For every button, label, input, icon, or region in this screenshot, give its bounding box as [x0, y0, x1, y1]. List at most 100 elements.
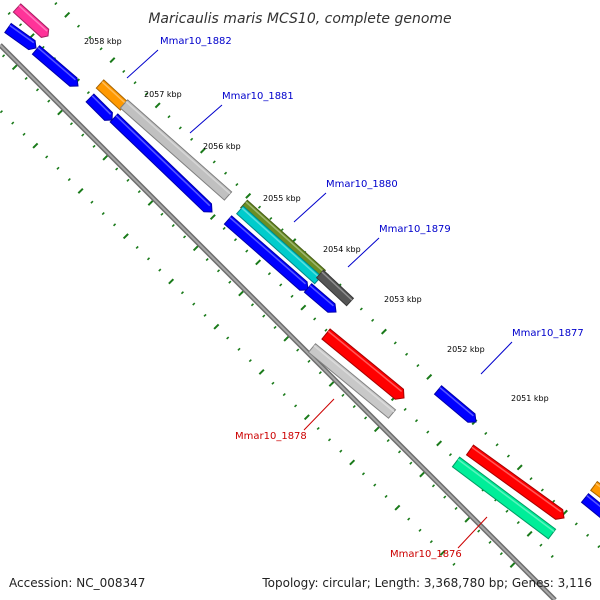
tick-mark [586, 533, 590, 537]
tick-mark [92, 144, 96, 148]
gene-label[interactable]: Mmar10_1876 [390, 549, 462, 560]
tick-mark [418, 528, 422, 532]
cds-blue-highlight [439, 387, 474, 417]
kbp-label: 2056 kbp [203, 142, 241, 151]
cds-light-gray [307, 343, 397, 419]
tick-mark [257, 205, 262, 209]
leader-line [303, 398, 335, 431]
gene-label[interactable]: Mmar10_1882 [160, 36, 232, 47]
feature-tracks [4, 3, 600, 540]
tick-mark [248, 359, 252, 363]
tick-mark [226, 336, 230, 340]
cds-red-highlight [327, 330, 403, 393]
tick-mark [516, 464, 523, 471]
tick-rows [0, 1, 600, 568]
tick-mark [405, 352, 409, 356]
cds-blue-highlight [115, 115, 211, 207]
tick-mark [258, 368, 265, 375]
tick-mark [22, 132, 26, 136]
tick-mark [199, 147, 206, 154]
tick-mark [373, 483, 377, 487]
cds-blue [85, 93, 113, 121]
tick-mark [429, 540, 433, 544]
tick-mark [328, 380, 335, 387]
tick-mark [426, 373, 433, 380]
tick-mark [192, 245, 199, 252]
tick-mark [54, 1, 58, 6]
tick-mark [267, 272, 271, 276]
tick-mark [380, 328, 387, 335]
cds-red [465, 444, 565, 520]
kbp-label: 2058 kbp [84, 37, 122, 46]
gene-label[interactable]: Mmar10_1880 [326, 179, 398, 190]
tick-mark [212, 160, 216, 164]
cds-blue-highlight [37, 47, 76, 81]
gene-label[interactable]: Mmar10_1881 [222, 91, 294, 102]
tick-mark [32, 142, 39, 149]
leader-line [126, 49, 159, 79]
tick-mark [505, 509, 509, 513]
gene-label[interactable]: Mmar10_1879 [379, 224, 451, 235]
tick-mark [180, 291, 184, 295]
cds-pink [12, 3, 50, 38]
tick-mark [250, 303, 254, 307]
genome-backbone [0, 43, 557, 600]
tick-mark [7, 11, 11, 15]
tick-mark [426, 430, 430, 434]
tick-mark [101, 211, 105, 216]
tick-mark [171, 224, 175, 228]
tick-mark [115, 167, 119, 171]
tick-mark [419, 471, 426, 478]
tick-mark [147, 199, 154, 206]
tick-mark [144, 92, 148, 96]
tick-mark [245, 249, 249, 253]
tick-mark [237, 347, 241, 351]
tick-mark [99, 47, 103, 51]
gene-label[interactable]: Mmar10_1877 [512, 328, 584, 339]
tick-mark [359, 307, 363, 311]
tick-mark [454, 506, 458, 510]
tick-mark [0, 110, 3, 114]
tick-mark [262, 314, 266, 318]
tick-mark [90, 200, 94, 204]
tick-mark [160, 212, 164, 216]
tick-mark [11, 121, 15, 125]
cds-blue-highlight [586, 495, 600, 508]
tick-mark [158, 268, 162, 272]
tick-mark [209, 214, 216, 221]
tick-mark [67, 178, 71, 182]
cds-blue [31, 45, 79, 87]
tick-mark [56, 166, 60, 170]
cds-blue [4, 22, 37, 51]
tick-mark [24, 76, 28, 81]
tick-mark [112, 223, 117, 227]
backbone-highlight [0, 44, 556, 600]
tick-mark [516, 520, 520, 525]
leader-line [189, 104, 223, 134]
tick-mark [86, 91, 90, 95]
tick-mark [352, 405, 356, 409]
tick-mark [76, 24, 81, 28]
tick-mark [394, 504, 401, 511]
tick-mark [228, 280, 232, 284]
leader-line [480, 341, 513, 375]
tick-mark [316, 426, 320, 431]
gene-label[interactable]: Mmar10_1878 [235, 431, 307, 442]
tick-mark [327, 438, 332, 442]
tick-mark [307, 359, 311, 363]
tick-mark [300, 304, 307, 311]
cds-olive-highlight [245, 201, 325, 273]
tick-mark [464, 516, 471, 523]
map-title: Maricaulis maris MCS10, complete genome [148, 11, 451, 27]
tick-mark [122, 69, 126, 73]
tick-mark [313, 317, 317, 321]
tick-mark [255, 259, 262, 266]
tick-mark [35, 88, 40, 92]
tick-mark [238, 290, 245, 297]
tick-mark [386, 438, 390, 443]
kbp-label: 2051 kbp [511, 394, 549, 403]
tick-mark [205, 257, 209, 262]
cds-blue-highlight [229, 217, 306, 285]
tick-mark [364, 416, 368, 420]
